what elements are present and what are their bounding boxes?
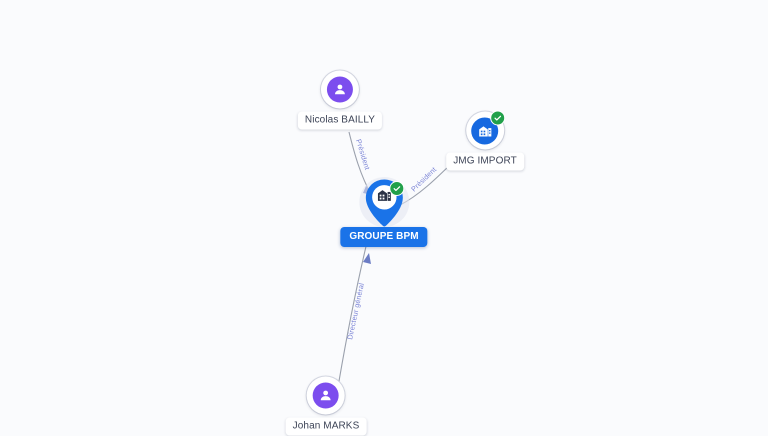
verified-check-icon	[389, 181, 404, 196]
building-icon	[376, 186, 393, 208]
person-avatar-ring[interactable]	[320, 70, 359, 109]
focus-pin-marker[interactable]	[358, 176, 410, 229]
node-label-groupe-bpm[interactable]: GROUPE BPM	[340, 227, 428, 247]
graph-node-jmg-import[interactable]: JMG IMPORT	[446, 110, 524, 171]
edge-arrowhead-marks-bpm	[363, 253, 371, 264]
edge-label-marks-bpm: Directeur général	[345, 282, 366, 341]
node-label-johan-marks[interactable]: Johan MARKS	[285, 417, 367, 436]
edge-label-bailly-bpm: Président	[354, 138, 372, 171]
graph-node-groupe-bpm[interactable]: GROUPE BPM	[340, 176, 428, 247]
node-label-jmg-import[interactable]: JMG IMPORT	[446, 152, 524, 171]
company-avatar-ring[interactable]	[466, 110, 505, 150]
edge-marks-to-bpm: Directeur général	[337, 237, 371, 388]
person-avatar-ring[interactable]	[307, 376, 345, 415]
edge-path-marks-bpm	[337, 237, 369, 388]
person-icon	[313, 382, 339, 409]
graph-node-johan-marks[interactable]: Johan MARKS	[285, 376, 367, 436]
graph-node-nicolas-bailly[interactable]: Nicolas BAILLY	[297, 70, 383, 130]
person-icon	[326, 76, 353, 103]
verified-check-icon	[490, 110, 505, 126]
node-label-nicolas-bailly[interactable]: Nicolas BAILLY	[297, 111, 383, 130]
